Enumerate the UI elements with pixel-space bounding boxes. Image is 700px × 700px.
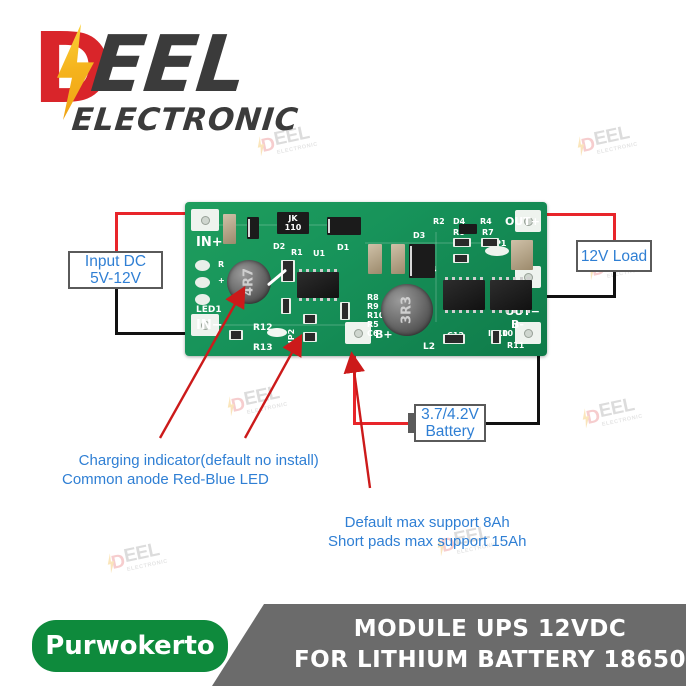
silk-b-minus: B-	[511, 318, 524, 331]
silk-r-mark: R	[218, 260, 225, 269]
wire-output-positive	[528, 213, 616, 216]
silk-r12: R12	[253, 323, 273, 333]
pad-b-plus	[345, 322, 371, 344]
label-input-dc-text: Input DC 5V-12V	[84, 253, 147, 287]
label-12v-load-text: 12V Load	[580, 247, 648, 265]
component-transistor	[459, 224, 477, 234]
pad-in-plus	[191, 209, 219, 231]
component-inductor-l2: 3R3	[381, 284, 433, 336]
pad-in-minus	[191, 314, 219, 336]
component-ic-c3	[443, 277, 485, 313]
silk-plus-mark: +	[218, 276, 225, 285]
battery-terminal	[408, 413, 417, 433]
silk-d4: D4	[453, 217, 466, 226]
caption-max-support-text: Default max support 8Ah Short pads max s…	[328, 514, 527, 550]
wire-input-negative	[115, 332, 210, 335]
silk-r8: R8	[367, 293, 379, 302]
seller-location-badge: Purwokerto	[32, 620, 228, 672]
pad-out-plus	[515, 210, 541, 232]
component-resistor	[281, 298, 291, 314]
arrow-to-b-plus-pad	[343, 351, 372, 489]
component-ic-u1	[297, 269, 339, 301]
component-diode-d1	[327, 217, 361, 235]
ups-module-pcb: IN+ LED1 IN− R + OUT+ OUT− B- B+ D2 D1 D…	[185, 202, 547, 356]
label-12v-load: 12V Load	[576, 240, 652, 272]
component-resistor	[281, 260, 295, 282]
silk-d3: D3	[413, 231, 426, 240]
wire-output-positive	[613, 213, 616, 241]
wire-battery-negative	[481, 422, 540, 425]
component-capacitor	[391, 244, 405, 274]
silk-r10: R10	[367, 311, 385, 320]
component-ic-right	[490, 277, 532, 313]
component-resistor	[481, 238, 499, 247]
silk-c6: C6	[367, 329, 379, 338]
wire-input-positive	[115, 212, 210, 215]
caption-charging-indicator: Charging indicator(default no install) C…	[62, 432, 319, 508]
component-resistor	[303, 332, 317, 342]
pad-led-plus	[195, 277, 210, 288]
component-capacitor	[368, 244, 382, 274]
silk-c10: C10	[496, 329, 514, 338]
product-title: MODULE UPS 12VDC FOR LITHIUM BATTERY 186…	[292, 614, 688, 676]
silk-l2: L2	[423, 342, 435, 352]
product-title-line1: MODULE UPS 12VDC	[353, 616, 627, 642]
caption-charging-indicator-text: Charging indicator(default no install) C…	[62, 452, 319, 488]
banner-gray-panel	[212, 604, 686, 686]
component-resistor-r13	[229, 330, 243, 340]
wire-battery-positive	[353, 422, 415, 425]
silk-d1: D1	[337, 243, 350, 252]
arrow-to-jumper-jp2	[243, 333, 303, 439]
component-capacitor	[223, 214, 236, 244]
silk-r6: R6	[453, 229, 465, 237]
wire-input-positive	[115, 212, 118, 251]
pad-b-minus	[515, 322, 541, 344]
wire-input-negative	[115, 289, 118, 335]
silk-r4: R4	[480, 217, 492, 226]
solder-jumper-jp1	[485, 246, 509, 256]
product-title-line2: FOR LITHIUM BATTERY 18650	[293, 647, 687, 673]
silk-r9: R9	[367, 302, 379, 311]
caption-max-support: Default max support 8Ah Short pads max s…	[328, 494, 526, 570]
component-resistor	[340, 302, 350, 320]
silk-r11: R11	[507, 341, 525, 350]
wire-output-negative	[528, 295, 616, 298]
silk-d2: D2	[273, 242, 286, 251]
silk-r13: R13	[253, 343, 273, 353]
wire-output-negative	[613, 272, 616, 298]
component-resistor-ic10	[491, 330, 501, 344]
pad-led-r	[195, 260, 210, 271]
silk-u1: U1	[313, 249, 326, 258]
solder-jumper-jp2	[267, 328, 287, 337]
bottom-banner: Purwokerto MODULE UPS 12VDC FOR LITHIUM …	[0, 600, 700, 690]
silk-jp1: JP1	[492, 239, 507, 248]
silk-r5: R5	[367, 320, 379, 329]
silk-out-plus: OUT+	[505, 215, 541, 228]
silk-in-plus: IN+	[196, 235, 223, 250]
pad-led-cathode	[195, 294, 210, 305]
seller-location-text: Purwokerto	[45, 631, 215, 661]
silk-b-plus: B+	[375, 328, 393, 341]
label-input-dc: Input DC 5V-12V	[68, 251, 163, 289]
component-resistor-c12	[443, 334, 465, 344]
component-resistor	[453, 254, 469, 263]
brand-logo: D EEL ELECTRONIC	[32, 20, 332, 138]
silk-r1: R1	[291, 248, 303, 257]
component-capacitor-c5	[511, 240, 533, 270]
silk-in-minus: IN−	[196, 318, 223, 333]
silk-r2: R2	[433, 217, 445, 226]
silk-r7: R7	[482, 228, 494, 237]
component-resistor	[453, 238, 471, 247]
component-resistor	[303, 314, 317, 324]
component-diode-d2	[247, 217, 259, 239]
label-battery-text: 3.7/4.2V Battery	[421, 406, 479, 440]
component-diode-d3	[409, 244, 435, 278]
wire-battery-negative	[537, 338, 540, 424]
arrow-to-led-pads	[158, 285, 246, 439]
label-battery: 3.7/4.2V Battery	[414, 404, 486, 442]
silk-led1: LED1	[196, 305, 222, 315]
